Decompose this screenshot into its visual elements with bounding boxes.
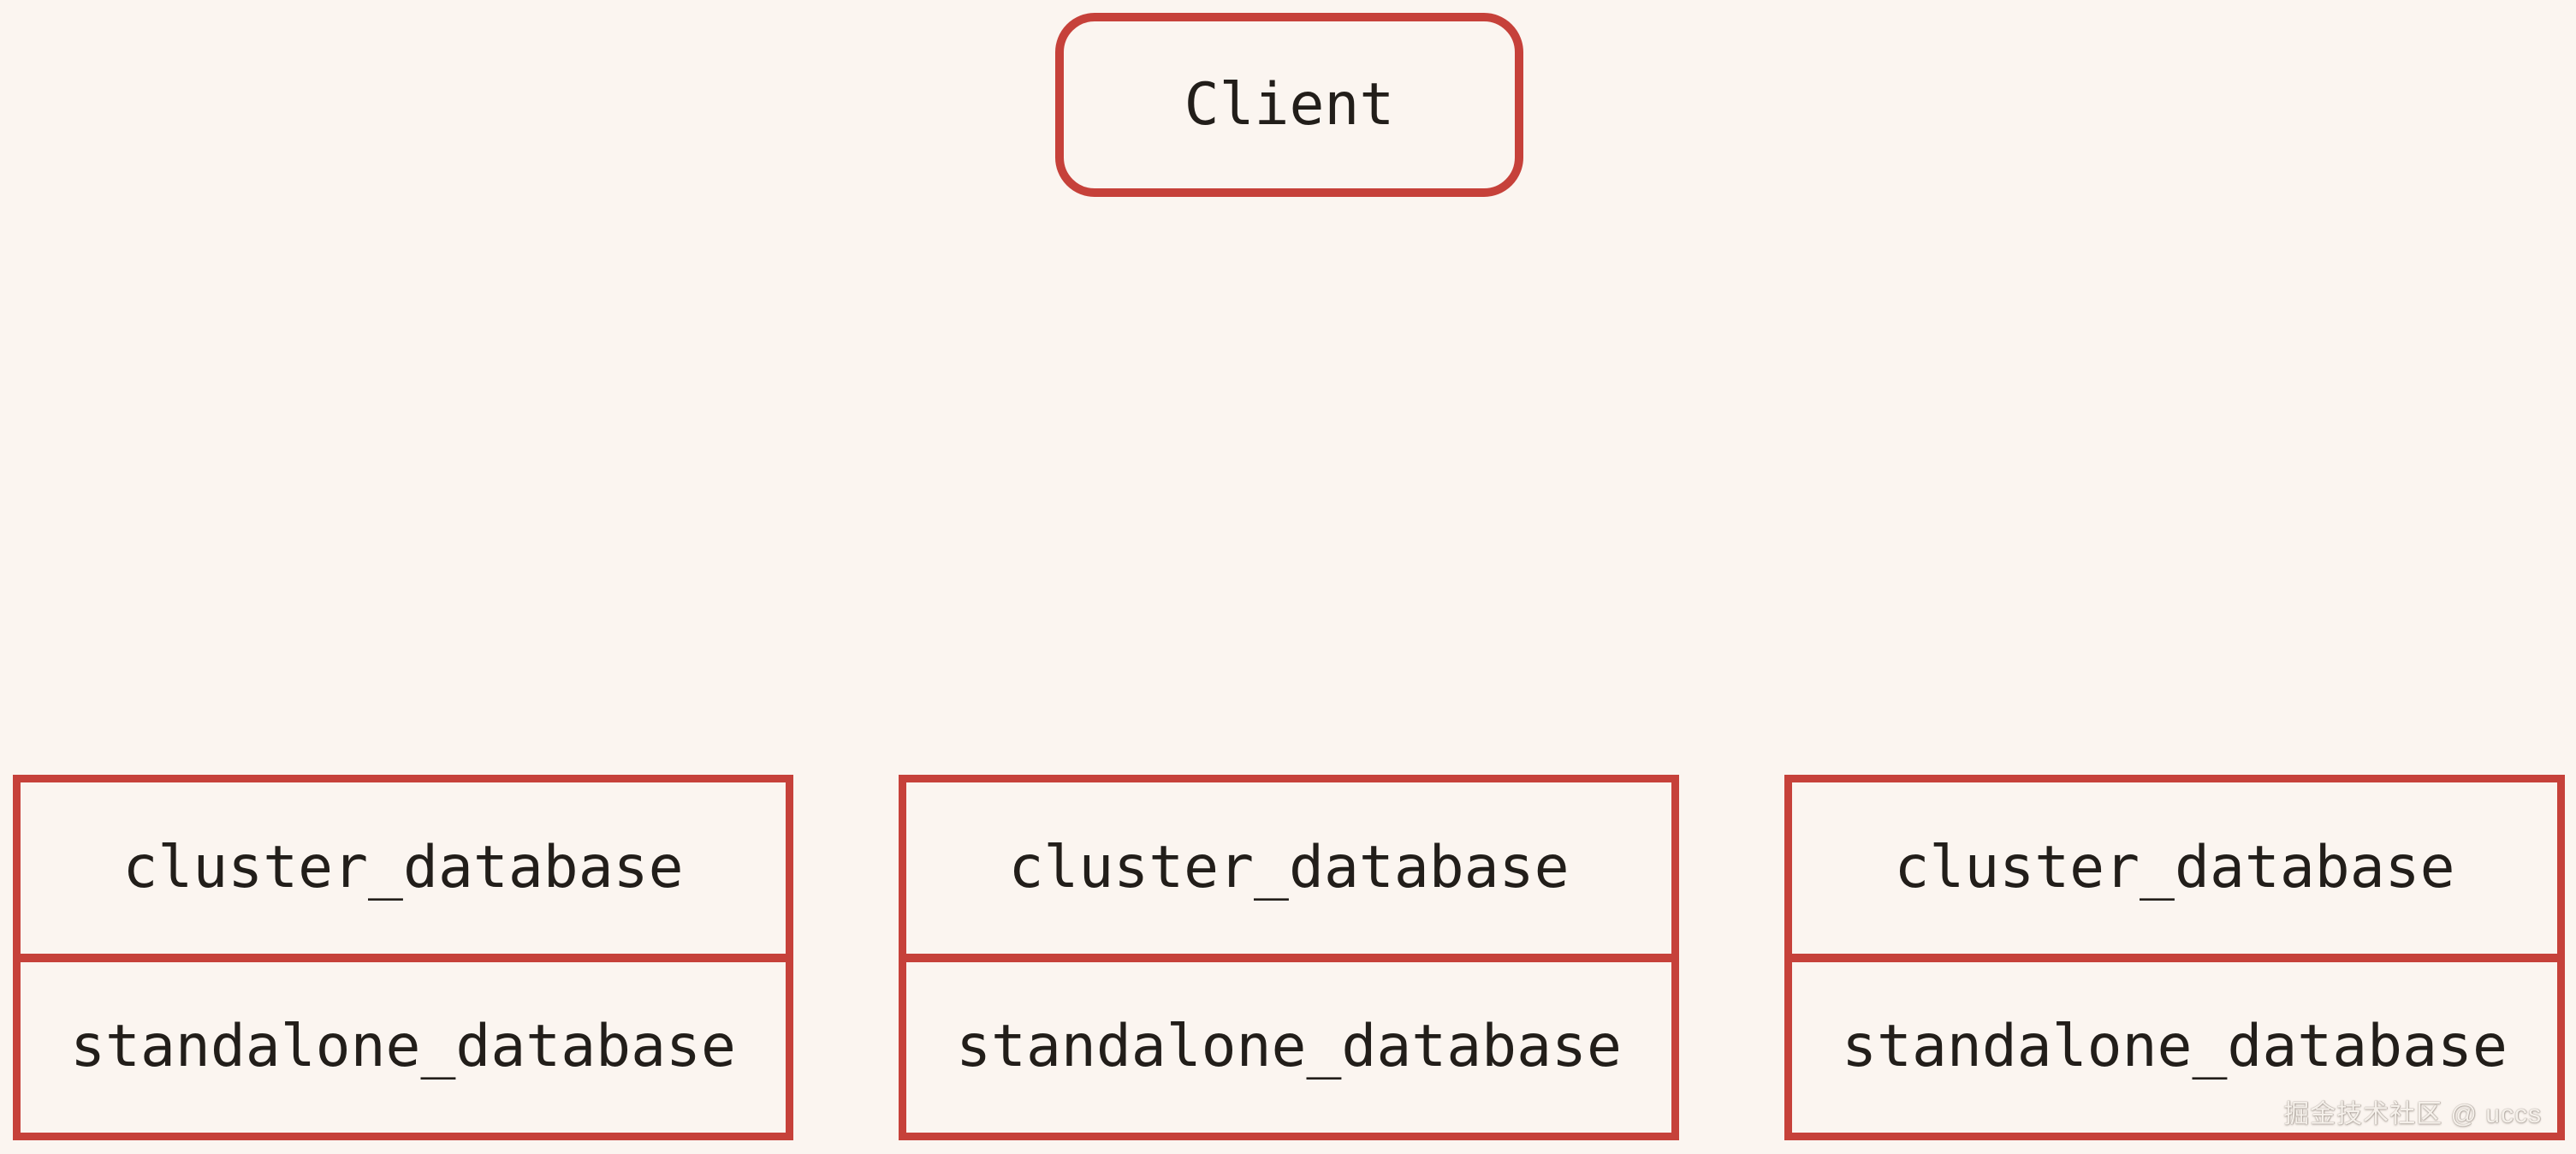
watermark-text: 掘金技术社区 @ uccs [2283,1100,2542,1128]
standalone-database-cell: standalone_database [906,962,1671,1133]
standalone-database-cell: standalone_database [21,962,786,1133]
client-label: Client [1184,70,1395,139]
cluster-database-cell: cluster_database [21,782,786,962]
cluster-database-cell: cluster_database [906,782,1671,962]
database-group-3: cluster_database standalone_database [1784,775,2565,1140]
standalone-database-label: standalone_database [70,1013,736,1081]
cluster-database-label: cluster_database [1894,833,2455,901]
client-node: Client [1055,13,1523,197]
database-group-2: cluster_database standalone_database [899,775,1679,1140]
standalone-database-label: standalone_database [1842,1013,2508,1081]
cluster-database-cell: cluster_database [1792,782,2557,962]
standalone-database-label: standalone_database [956,1013,1622,1081]
standalone-database-cell: standalone_database [1792,962,2557,1133]
cluster-database-label: cluster_database [122,833,684,901]
database-group-1: cluster_database standalone_database [13,775,793,1140]
cluster-database-label: cluster_database [1008,833,1570,901]
